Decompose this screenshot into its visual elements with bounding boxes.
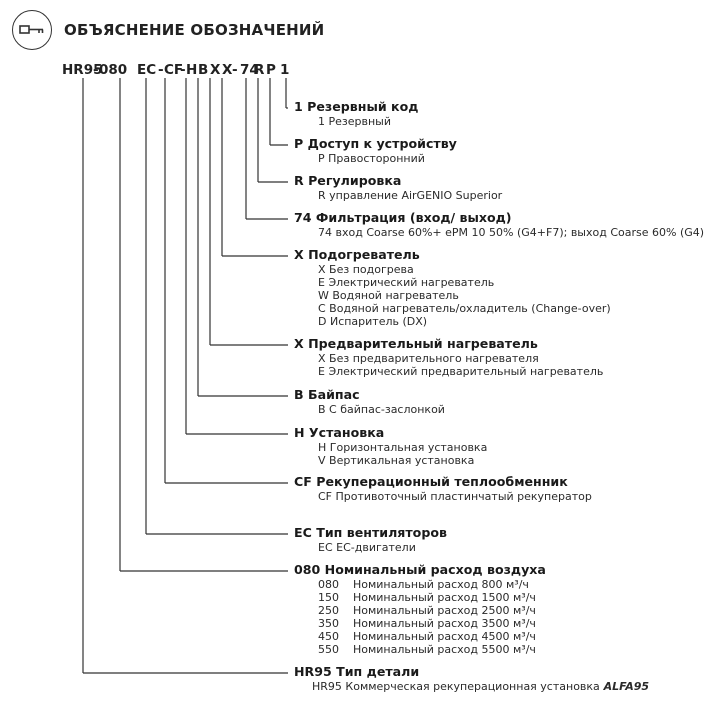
entry-description: 350 Номинальный расход 3500 м³/ч xyxy=(318,617,536,630)
description-text: D Испаритель (DX) xyxy=(318,315,428,328)
entry-description: R управление AirGENIO Superior xyxy=(318,189,502,202)
code-segment: X xyxy=(210,62,221,78)
code-separator: - xyxy=(93,62,99,78)
code-segment: P xyxy=(266,62,276,78)
entry-description: P Правосторонний xyxy=(318,152,425,165)
entry-description: D Испаритель (DX) xyxy=(318,315,427,328)
entry-description: 550 Номинальный расход 5500 м³/ч xyxy=(318,643,536,656)
entry-heading: B Байпас xyxy=(294,387,360,402)
entry-description: C Водяной нагреватель/охладитель (Change… xyxy=(318,302,611,315)
description-text: EC EC-двигатели xyxy=(318,541,416,554)
code-segment: HR95 xyxy=(62,62,103,78)
code-segment: 080 xyxy=(99,62,128,78)
entry-heading: EC Тип вентиляторов xyxy=(294,525,447,540)
entry-heading: 74 Фильтрация (вход/ выход) xyxy=(294,210,512,225)
entry-heading: 080 Номинальный расход воздуха xyxy=(294,562,546,577)
entry-description: HR95 Коммерческая рекуперационная устано… xyxy=(312,680,649,693)
entry-description: X Без подогрева xyxy=(318,263,414,276)
code-segment: CF xyxy=(164,62,184,78)
description-text: C Водяной нагреватель/охладитель (Change… xyxy=(318,302,611,315)
entry-heading: CF Рекуперационный теплообменник xyxy=(294,474,568,489)
entry-heading: P Доступ к устройству xyxy=(294,136,457,151)
entry-heading: X Предварительный нагреватель xyxy=(294,336,538,351)
page-title: ОБЪЯСНЕНИЕ ОБОЗНАЧЕНИЙ xyxy=(64,21,325,39)
description-text: CF Противоточный пластинчатый рекуперато… xyxy=(318,490,592,503)
entry-description: 1 Резервный xyxy=(318,115,391,128)
entry-heading: 1 Резервный код xyxy=(294,99,419,114)
code-separator: - xyxy=(180,62,186,78)
code-segment: R xyxy=(254,62,265,78)
entry-description: CF Противоточный пластинчатый рекуперато… xyxy=(318,490,592,503)
description-text: E Электрический предварительный нагреват… xyxy=(318,365,604,378)
description-text: P Правосторонний xyxy=(318,152,425,165)
description-text: 350 Номинальный расход 3500 м³/ч xyxy=(318,617,536,630)
description-text: X Без предварительного нагревателя xyxy=(318,352,539,365)
description-text: 150 Номинальный расход 1500 м³/ч xyxy=(318,591,536,604)
entry-heading: HR95 Тип детали xyxy=(294,664,420,679)
entry-heading: H Установка xyxy=(294,425,385,440)
code-separator: - xyxy=(232,62,238,78)
entry-description: E Электрический предварительный нагреват… xyxy=(318,365,603,378)
description-text: 450 Номинальный расход 4500 м³/ч xyxy=(318,630,536,643)
entry-description: V Вертикальная установка xyxy=(318,454,474,467)
code-segment: EC xyxy=(137,62,157,78)
entry-description: 450 Номинальный расход 4500 м³/ч xyxy=(318,630,536,643)
entry-description: W Водяной нагреватель xyxy=(318,289,459,302)
entry-description: B С байпас-заслонкой xyxy=(318,403,445,416)
entry-description: EC EC-двигатели xyxy=(318,541,416,554)
entry-description: E Электрический нагреватель xyxy=(318,276,494,289)
description-text: E Электрический нагреватель xyxy=(318,276,495,289)
entry-description: 080 Номинальный расход 800 м³/ч xyxy=(318,578,529,591)
description-text: 080 Номинальный расход 800 м³/ч xyxy=(318,578,529,591)
entry-heading: R Регулировка xyxy=(294,173,402,188)
description-text: B С байпас-заслонкой xyxy=(318,403,445,416)
code-segment: 74 xyxy=(240,62,259,78)
entry-description: 74 вход Coarse 60%+ ePM 10 50% (G4+F7); … xyxy=(318,226,704,239)
description-text: 550 Номинальный расход 5500 м³/ч xyxy=(318,643,536,656)
key-icon xyxy=(12,10,52,50)
code-segment: B xyxy=(198,62,209,78)
description-text: X Без подогрева xyxy=(318,263,414,276)
entry-heading: X Подогреватель xyxy=(294,247,420,262)
code-segment: 1 xyxy=(280,62,290,78)
entry-description: H Горизонтальная установка xyxy=(318,441,487,454)
code-segment: X xyxy=(222,62,233,78)
model-name: ALFA95 xyxy=(599,680,650,693)
description-text: W Водяной нагреватель xyxy=(318,289,459,302)
description-text: 74 вход Coarse 60%+ ePM 10 50% (G4+F7); … xyxy=(318,226,705,239)
entry-description: X Без предварительного нагревателя xyxy=(318,352,539,365)
code-separator: - xyxy=(158,62,164,78)
description-text: H Горизонтальная установка xyxy=(318,441,488,454)
description-text: 250 Номинальный расход 2500 м³/ч xyxy=(318,604,536,617)
description-text: V Вертикальная установка xyxy=(318,454,475,467)
description-text: R управление AirGENIO Superior xyxy=(318,189,503,202)
code-segment: H xyxy=(186,62,198,78)
description-text: HR95 Коммерческая рекуперационная устано… xyxy=(312,680,600,693)
entry-description: 150 Номинальный расход 1500 м³/ч xyxy=(318,591,536,604)
description-text: 1 Резервный xyxy=(318,115,392,128)
entry-description: 250 Номинальный расход 2500 м³/ч xyxy=(318,604,536,617)
